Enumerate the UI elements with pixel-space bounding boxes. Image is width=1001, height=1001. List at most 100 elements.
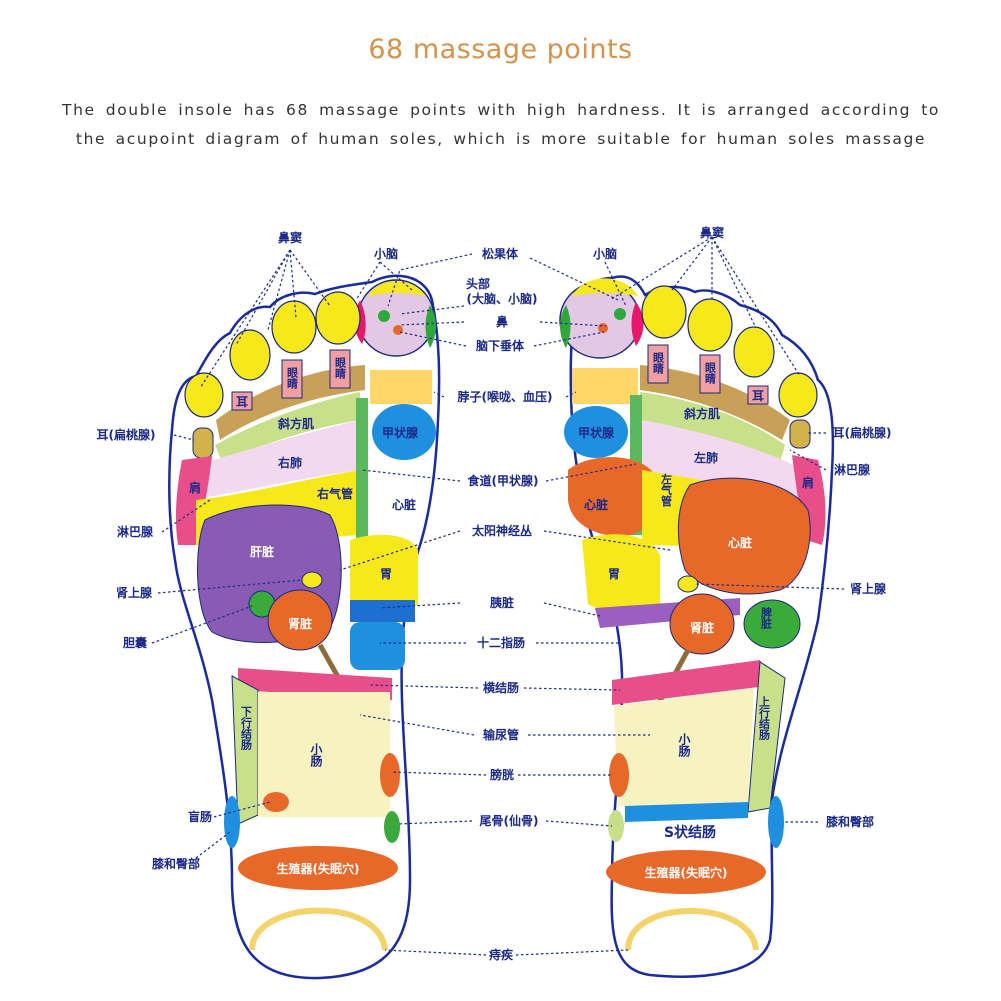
label-head: 头部 (466, 276, 490, 291)
right-trapezius (640, 392, 785, 462)
left-side-labels: 鼻窦 小脑 耳(扁桃腺) 淋巴腺 肾上腺 胆囊 盲肠 膝和臀部 (97, 230, 399, 871)
label-neck: 脖子(喉咙、血压) (458, 389, 553, 404)
left-colon-label: 下行结肠 (240, 706, 254, 751)
left-toe-5 (184, 372, 224, 418)
label-transverse-colon: 横结肠 (483, 680, 519, 695)
left-liver-label: 肝脏 (250, 544, 274, 559)
center-labels: 松果体 头部 (大脑、小脑) 鼻 脑下垂体 脖子(喉咙、血压) 食道(甲状腺) … (458, 246, 553, 962)
left-ear-inner-label: 耳 (236, 395, 248, 409)
right-toe-5 (778, 372, 818, 418)
right-ear-box (747, 385, 769, 405)
label-solar-plexus: 太阳神经丛 (472, 523, 532, 538)
left-coccyx (384, 811, 400, 843)
left-eye-label-1: 眼睛 (334, 357, 347, 380)
left-ear-box (231, 391, 253, 411)
left-shoulder-label: 肩 (189, 480, 201, 495)
label-hemorrhoid: 痔疾 (489, 947, 513, 962)
left-duodenum (350, 622, 405, 670)
left-lung (190, 420, 360, 500)
left-eye-box-1 (329, 349, 351, 389)
right-heart-small (568, 457, 659, 536)
left-stomach-label: 胃 (380, 567, 392, 581)
label-right-sinus: 鼻窦 (700, 225, 724, 240)
label-left-knee-hip: 膝和臀部 (152, 856, 200, 871)
right-ear-inner-label: 耳 (752, 389, 764, 403)
left-neck-region (370, 370, 432, 404)
left-heart-label: 心脏 (392, 497, 416, 512)
right-lung-label: 左肺 (693, 450, 718, 465)
label-bladder: 膀胱 (489, 767, 514, 782)
right-pituitary-dot (598, 323, 608, 333)
right-thyroid (564, 406, 628, 458)
right-eye-box-1 (647, 344, 669, 384)
left-trapezius (215, 392, 360, 462)
right-transverse-colon (612, 660, 775, 705)
right-kidney (669, 593, 735, 655)
right-stomach (582, 534, 660, 612)
right-heart (677, 477, 811, 595)
left-toe-2 (315, 291, 361, 345)
right-sigmoid-colon (625, 802, 748, 822)
left-toe-4 (229, 329, 271, 381)
left-adrenal (301, 571, 323, 589)
label-pineal: 松果体 (482, 246, 519, 261)
left-foot: 眼睛 眼睛 耳 斜方肌 右肺 肩 右气管 甲状腺 心脏 肝脏 胃 肾脏 (168, 274, 441, 980)
right-genital-label: 生殖器(失眠穴) (645, 865, 728, 880)
right-eye-label-2: 眼睛 (704, 362, 717, 385)
left-ear-tonsil-box (192, 427, 214, 459)
right-bronchus-label: 左气管 (660, 472, 674, 507)
right-eye-label-1: 眼睛 (652, 352, 665, 375)
left-stomach (350, 534, 418, 610)
right-genital (606, 850, 766, 894)
right-toe-4 (733, 326, 775, 378)
right-small-intestine-label: 小肠 (677, 732, 691, 758)
right-hemorrhoid-arc (625, 908, 759, 951)
left-genital (238, 846, 398, 890)
right-foot: 眼睛 眼睛 耳 斜方肌 左肺 肩 甲状腺 心脏 左气管 心脏 胃 (559, 275, 835, 978)
left-kidney-label: 肾脏 (288, 616, 312, 631)
right-ear-tonsil-box (789, 419, 811, 449)
label-coccyx: 尾骨(仙骨) (480, 813, 539, 828)
right-kidney-label: 肾脏 (690, 620, 714, 635)
left-toe-base-strip (216, 365, 365, 440)
right-heart-label: 心脏 (728, 535, 752, 550)
right-pineal-dot (614, 308, 626, 320)
label-left-adrenal: 肾上腺 (116, 585, 153, 600)
left-eye-label-2: 眼睛 (286, 367, 299, 390)
label-left-gallbladder: 胆囊 (123, 635, 148, 650)
label-right-adrenal: 肾上腺 (850, 581, 887, 596)
right-big-toe-top (572, 278, 638, 296)
label-brain: (大脑、小脑) (467, 291, 538, 306)
left-thyroid (372, 404, 436, 460)
left-shoulder (175, 456, 212, 545)
left-eye-box-2 (281, 359, 303, 399)
right-shoulder-label: 肩 (802, 475, 814, 490)
right-small-intestine (614, 688, 754, 806)
left-toe-3 (271, 300, 317, 354)
left-cecum (263, 792, 289, 812)
label-duodenum: 十二指肠 (477, 635, 525, 650)
right-thyroid-label: 甲状腺 (578, 425, 615, 440)
right-toe-3 (687, 298, 733, 352)
label-esophagus: 食道(甲状腺) (467, 473, 539, 488)
page-title: 68 massage points (368, 34, 633, 65)
right-trapezius-label: 斜方肌 (683, 406, 720, 421)
right-spleen-label: 脾脏 (760, 606, 773, 630)
label-nose: 鼻 (496, 314, 508, 329)
label-pancreas: 胰脏 (490, 595, 514, 610)
label-right-knee-hip: 膝和臀部 (826, 814, 874, 829)
right-colon-label: 上行结肠 (758, 695, 772, 741)
left-knee (224, 796, 240, 848)
left-lung-label: 右肺 (277, 455, 302, 470)
right-stomach-label: 胃 (608, 567, 620, 581)
right-lung (640, 420, 800, 500)
right-sigmoid-label: S状结肠 (664, 824, 716, 841)
left-pineal-dot (378, 310, 390, 322)
label-right-lymph: 淋巴腺 (834, 462, 871, 477)
left-kidney (267, 589, 333, 651)
label-pituitary: 脑下垂体 (475, 338, 525, 353)
right-heart-small-label: 心脏 (584, 497, 608, 512)
left-big-toe-green (425, 305, 436, 348)
right-toe-2 (641, 285, 687, 339)
